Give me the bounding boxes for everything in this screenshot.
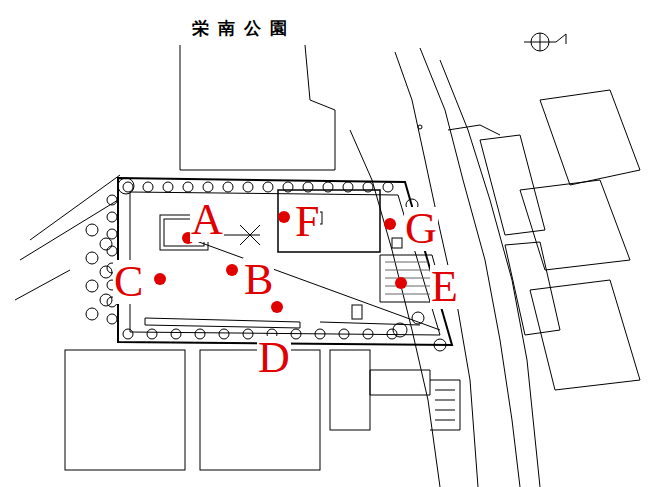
road-edge [420, 48, 520, 487]
tree-symbol [363, 329, 373, 339]
streets [350, 48, 540, 487]
tree-symbol [118, 178, 134, 194]
tree-symbol [143, 182, 153, 192]
location-dot [271, 301, 283, 313]
location-dot [278, 211, 290, 223]
north-arrow [524, 33, 566, 51]
location-dot [226, 264, 238, 276]
tree-symbol [86, 252, 98, 264]
location-dot [395, 277, 407, 289]
location-letter: D [257, 336, 291, 380]
building-outline [505, 242, 560, 335]
road-edge [350, 130, 440, 487]
tree-symbol [100, 266, 112, 278]
north-needle [524, 33, 566, 51]
building-outline [180, 45, 335, 170]
tree-symbol [100, 294, 112, 306]
park-boundary [118, 178, 452, 345]
building-outline [540, 90, 640, 185]
location-dot [384, 218, 396, 230]
tree-symbol [195, 329, 205, 339]
tree-symbol [183, 182, 193, 192]
building-outline [480, 135, 545, 235]
location-letter: B [243, 258, 274, 302]
tree-symbol [107, 246, 117, 256]
tree-symbol [315, 329, 325, 339]
tree-symbol [107, 195, 117, 205]
equipment-symbol [392, 238, 402, 248]
tree-symbol [86, 224, 98, 236]
building-outline [530, 280, 640, 390]
stairs [435, 390, 455, 420]
tree-symbol [363, 182, 373, 192]
tree-symbol [243, 182, 253, 192]
building-outline [520, 180, 630, 270]
park [118, 125, 460, 430]
diagonal-path [188, 238, 440, 330]
tree-symbol [203, 182, 213, 192]
road-edge [448, 125, 500, 135]
marker [418, 125, 422, 129]
lot-line [15, 175, 120, 300]
tree-symbol [343, 182, 353, 192]
buildings [15, 45, 640, 470]
play-area [278, 190, 380, 252]
tree-symbol [100, 238, 112, 250]
stairs [370, 370, 430, 395]
tree-symbol [163, 182, 173, 192]
tree-symbol [243, 329, 253, 339]
tree-symbol [412, 312, 424, 324]
tree-symbol [291, 329, 301, 339]
bench-row [145, 318, 420, 328]
tree-symbol [107, 212, 117, 222]
location-letter: G [404, 207, 438, 251]
map-title: 栄南公園 [192, 17, 296, 40]
inner-path [130, 192, 440, 335]
location-letter: F [294, 200, 320, 244]
tree-symbol [123, 329, 133, 339]
tree-symbol [339, 329, 349, 339]
tree-symbol [283, 182, 293, 192]
building-outline [65, 350, 185, 470]
tree-symbol [147, 329, 157, 339]
stairs [430, 380, 460, 430]
tree-symbol [86, 308, 98, 320]
tree-symbol [123, 182, 133, 192]
tree-symbol [223, 182, 233, 192]
building-outline [330, 350, 370, 430]
location-letter: E [430, 265, 459, 309]
location-dot [154, 273, 166, 285]
tree-symbol [387, 329, 397, 339]
tree-symbol [393, 323, 407, 337]
trees [86, 178, 446, 351]
tree-symbol [86, 280, 98, 292]
tree-symbol [107, 229, 117, 239]
location-letter: A [190, 198, 224, 242]
tree-symbol [171, 329, 181, 339]
location-letter: C [113, 260, 144, 304]
tree-symbol [434, 339, 446, 351]
tree-symbol [107, 314, 117, 324]
toilet-symbol [352, 305, 362, 319]
tree-symbol [323, 182, 333, 192]
tree-symbol [303, 182, 313, 192]
tree-symbol [263, 182, 273, 192]
tree-symbol [219, 329, 229, 339]
tree-symbol [383, 182, 393, 192]
